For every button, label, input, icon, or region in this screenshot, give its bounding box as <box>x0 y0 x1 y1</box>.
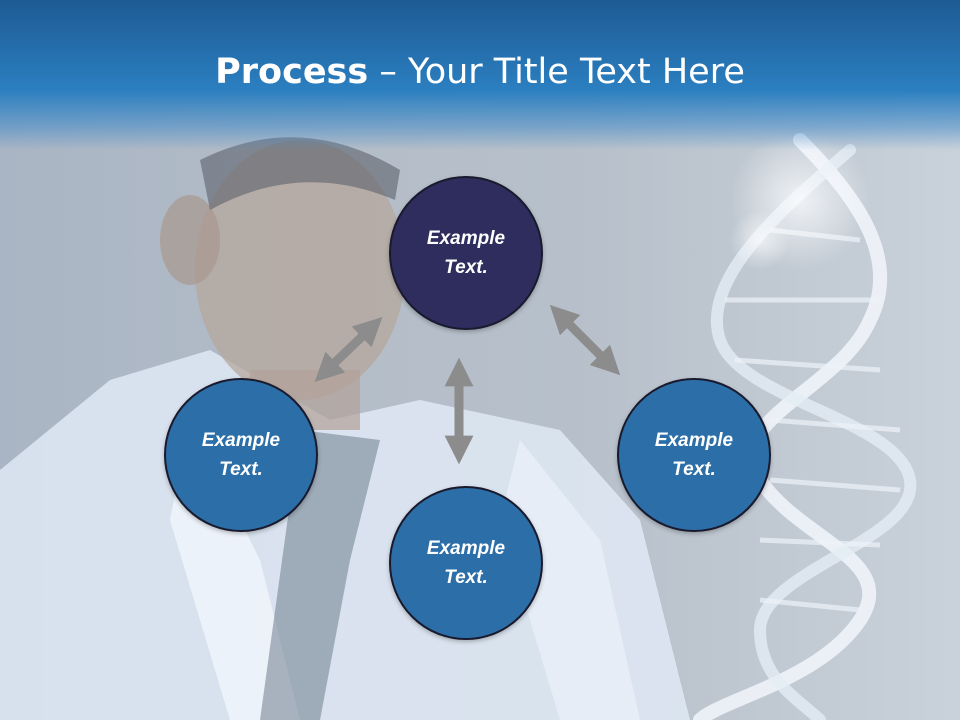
slide-title: Process – Your Title Text Here <box>0 52 960 92</box>
node-left-label: Example Text. <box>201 430 281 480</box>
node-bottom-label: Example Text. <box>426 538 506 588</box>
arrow-top-left <box>314 317 383 382</box>
node-right-label: Example Text. <box>654 430 734 480</box>
title-rest: – Your Title Text Here <box>368 52 745 92</box>
title-bold: Process <box>215 52 369 92</box>
process-node-left[interactable]: Example Text. <box>164 378 318 532</box>
process-node-right[interactable]: Example Text. <box>617 378 771 532</box>
process-node-bottom[interactable]: Example Text. <box>389 486 543 640</box>
arrow-top-right <box>549 304 621 376</box>
process-node-top[interactable]: Example Text. <box>389 176 543 330</box>
title-bar <box>0 0 960 150</box>
node-top-label: Example Text. <box>426 228 506 278</box>
